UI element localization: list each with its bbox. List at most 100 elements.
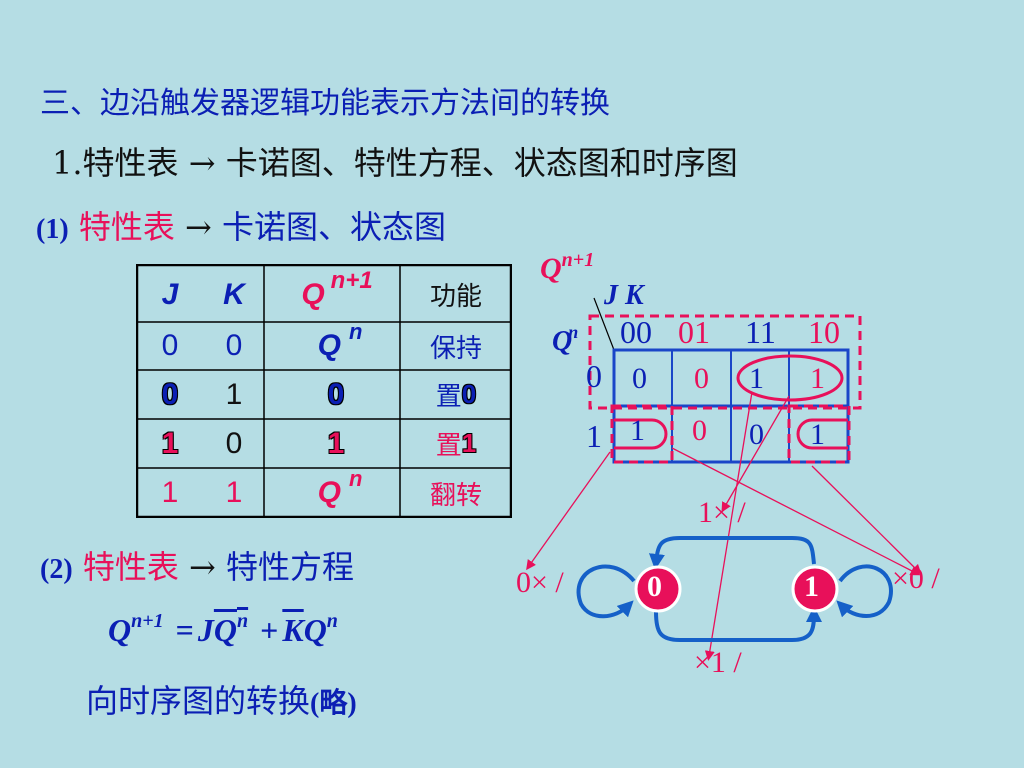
kmap-col-00: 00 (620, 314, 652, 350)
kmap-cell-1-11: 0 (749, 418, 764, 451)
equation-plus: + (260, 612, 279, 648)
arrow-icon: → (188, 144, 216, 182)
transition-label-1-self: ×0 / (892, 562, 940, 595)
table-grid (136, 264, 512, 518)
row-3-function-value: 1 (461, 428, 477, 458)
state-0-circle (634, 565, 682, 613)
row-4-function: 翻转 (429, 480, 482, 511)
equation-q-bar: Qn (213, 610, 249, 648)
section-1-number: (1) (36, 214, 69, 245)
row-1-q: Q (317, 329, 341, 362)
subheading: 1.特性表 → 卡诺图、特性方程、状态图和时序图 (52, 138, 738, 184)
header-function: 功能 (429, 281, 482, 312)
kmap-title: Qn+1 (540, 249, 595, 286)
section-2-source: 特性表 (82, 548, 179, 586)
section-2-target: 特性方程 (226, 548, 355, 586)
row-1-q-superscript: n (348, 319, 363, 344)
equation-q: Q (108, 612, 132, 648)
subheading-source: 特性表 (82, 144, 179, 182)
section-2-number: (2) (40, 554, 73, 585)
section-1-source: 特性表 (78, 208, 175, 246)
header-k: K (223, 278, 245, 311)
row-4-j: 1 (161, 476, 179, 509)
equation-k-bar: K (282, 612, 304, 648)
row-2-q-next: 0 (327, 377, 345, 411)
kmap-loop-left-edge (614, 418, 668, 450)
transition-label-0-to-1: 1× / (698, 496, 746, 529)
equation-q2: Q (303, 612, 327, 648)
kmap-qn-q: Q (552, 326, 573, 357)
state-1-circle (791, 565, 839, 613)
row-2-k: 1 (225, 377, 243, 411)
row-3-function-label: 置 (435, 431, 462, 461)
kmap-row-0: 0 (586, 358, 602, 394)
row-3-k: 0 (225, 426, 243, 460)
equation-j: J (197, 612, 214, 648)
header-q-superscript: n+1 (330, 267, 373, 294)
section-1-target: 卡诺图、状态图 (222, 208, 447, 246)
timing-diagram-note: 向时序图的转换(略) (86, 676, 357, 722)
kmap-col-10: 10 (808, 314, 840, 350)
kmap-jk-label: J K (604, 280, 644, 311)
header-q: Q (301, 278, 325, 311)
state-transitions (576, 536, 893, 642)
kmap-cell-1-00: 1 (630, 414, 645, 447)
kmap-title-q: Q (540, 252, 562, 285)
kmap-col-11: 11 (745, 314, 776, 350)
transition-label-0-self: 0× / (516, 566, 564, 599)
kmap-diagonal (593, 297, 615, 351)
state-0-label: 0 (647, 570, 662, 603)
equation-equals: = (175, 612, 194, 648)
section-2-title: (2) 特性表 → 特性方程 (40, 542, 354, 588)
kmap-loop-right-edge (796, 418, 848, 450)
characteristic-equation: Qn+1 =JQn +KQn (108, 610, 338, 649)
row-3-q-next: 1 (327, 426, 345, 460)
kmap-loop-11-10 (736, 354, 844, 402)
kmap-row-1: 1 (586, 418, 602, 454)
row-1-function: 保持 (429, 333, 482, 364)
kmap-cell-0-11: 1 (749, 362, 764, 395)
arrow-icon: → (185, 208, 212, 246)
kmap-qn-label: Qn (552, 322, 582, 358)
subheading-targets: 卡诺图、特性方程、状态图和时序图 (225, 144, 738, 182)
kmap-cell-0-00: 0 (632, 362, 647, 395)
row-2-function-label: 置 (435, 382, 462, 412)
timing-note-omitted: (略) (310, 688, 357, 719)
kmap-col-01: 01 (678, 314, 710, 350)
main-heading: 三、边沿触发器逻辑功能表示方法间的转换 (40, 86, 610, 121)
kmap-cell-1-01: 0 (692, 414, 707, 447)
row-4-q: Q (317, 476, 341, 509)
kmap-qn-superscript: n (568, 322, 579, 342)
kmap-group-boxes (588, 314, 862, 464)
row-2-function-value: 0 (461, 379, 477, 409)
section-1-title: (1) 特性表 → 卡诺图、状态图 (36, 202, 446, 248)
annotation-arrows (526, 391, 922, 661)
kmap-title-superscript: n+1 (561, 249, 595, 271)
kmap-cell-0-10: 1 (810, 362, 825, 395)
row-1-j: 0 (161, 329, 179, 362)
state-1-label: 1 (804, 570, 819, 603)
subheading-number: 1. (52, 144, 83, 182)
row-2-j: 0 (161, 377, 179, 411)
header-j: J (161, 278, 179, 311)
row-4-q-superscript: n (348, 466, 363, 491)
kmap-cell-1-10: 1 (810, 418, 825, 451)
equation-q-superscript: n+1 (131, 610, 164, 632)
timing-note-text: 向时序图的转换 (86, 682, 311, 720)
equation-q-bar-superscript: n (236, 610, 249, 632)
row-1-k: 0 (225, 329, 243, 362)
arrow-icon: → (189, 548, 216, 586)
transition-label-1-to-0: ×1 / (694, 646, 742, 679)
row-4-k: 1 (225, 476, 243, 509)
equation-q-bar-q: Q (213, 612, 237, 648)
kmap-cell-0-01: 0 (694, 362, 709, 395)
row-3-j: 1 (161, 426, 179, 460)
equation-q2-superscript: n (326, 610, 338, 632)
